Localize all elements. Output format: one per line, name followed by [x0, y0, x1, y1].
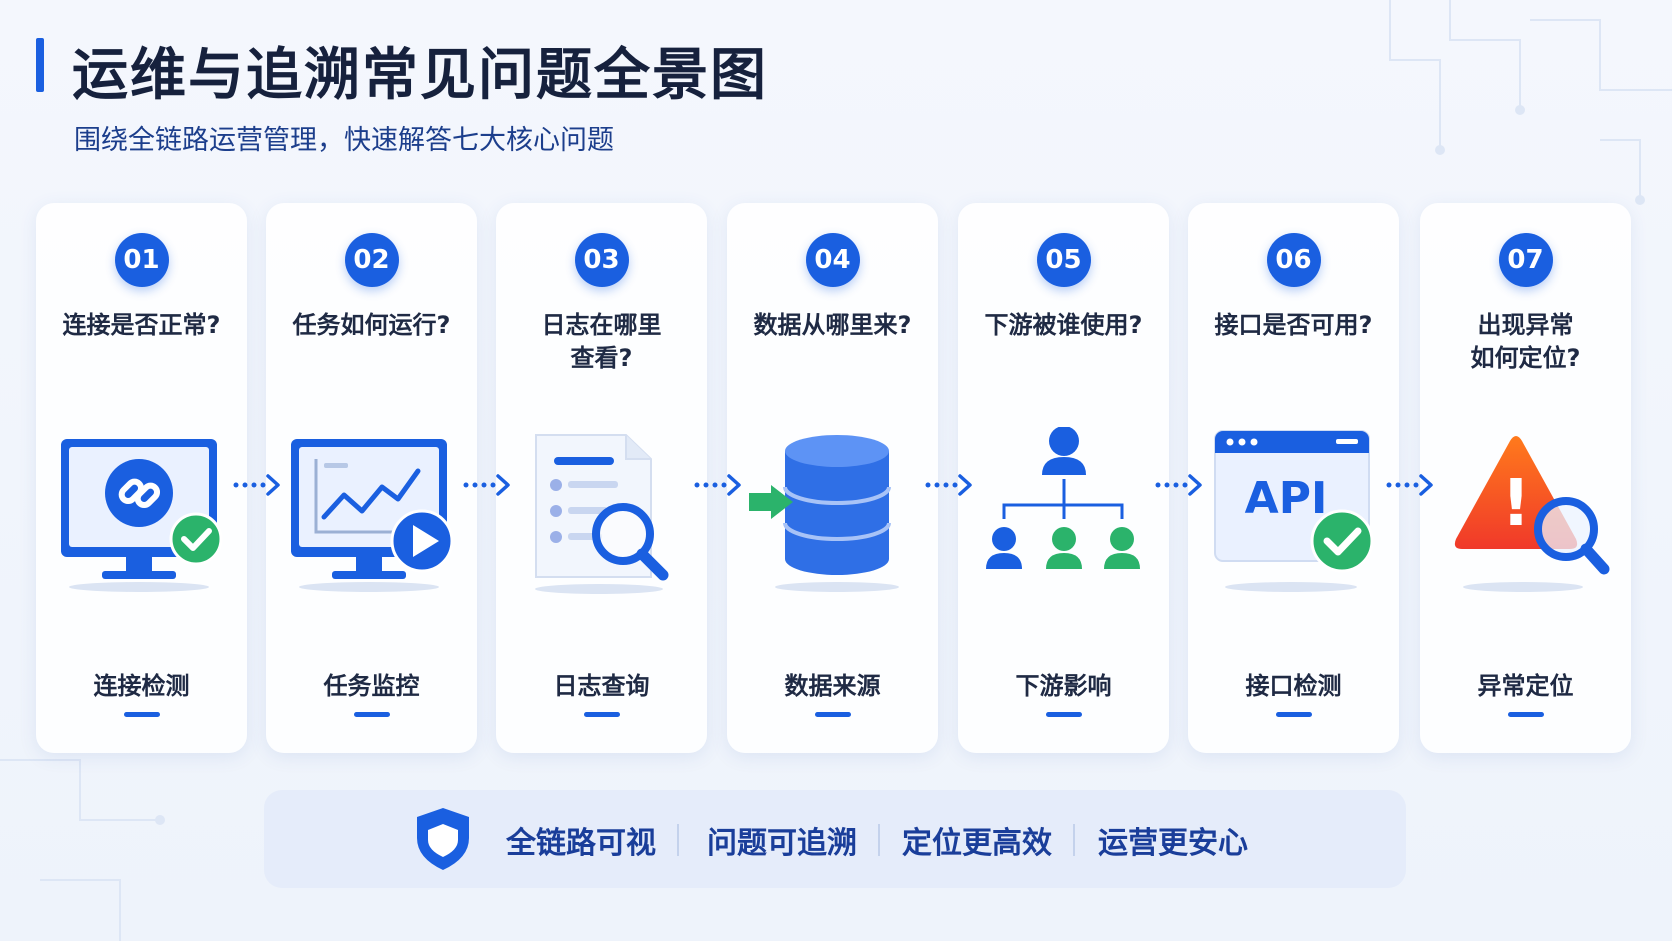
card-question: 连接是否正常? [62, 311, 221, 339]
number-badge: 02 [344, 233, 399, 287]
footer-divider [677, 824, 679, 856]
card-question: 日志在哪里 查看? [541, 311, 662, 372]
footer-banner: 全链路可视 问题可追溯 定位更高效 运营更安心 [264, 790, 1406, 888]
number-badge: 03 [574, 233, 629, 287]
footer-item: 定位更高效 [902, 826, 1052, 861]
shield-icon [417, 808, 469, 870]
card-07[interactable]: 07 出现异常 如何定位? ! 异常定位 [1420, 203, 1631, 753]
flow-arrow-icon [1386, 474, 1433, 496]
card-label: 接口检测 [1245, 672, 1342, 700]
footer-divider [878, 824, 880, 856]
card-question: 任务如何运行? [292, 311, 451, 339]
flow-arrow-icon [925, 474, 972, 496]
footer-item: 全链路可视 [506, 826, 656, 861]
flow-arrow-icon [233, 474, 280, 496]
label-underline [583, 712, 620, 717]
card-01[interactable]: 01 连接是否正常? 连接检测 [36, 203, 247, 753]
card-question: 数据从哪里来? [753, 311, 912, 339]
card-06[interactable]: 06 接口是否可用? API 接口检测 [1188, 203, 1399, 753]
card-label: 任务监控 [323, 672, 420, 700]
label-underline [1275, 712, 1312, 717]
flow-arrow-icon [463, 474, 510, 496]
api-window-check-icon: API [1214, 430, 1374, 592]
title-accent-bar [36, 38, 44, 92]
flow-arrow-icon [694, 474, 741, 496]
flow-arrow-icon [1155, 474, 1202, 496]
warning-search-icon: ! [1454, 436, 1610, 592]
label-underline [123, 712, 160, 717]
user-hierarchy-icon [986, 427, 1140, 569]
card-question: 接口是否可用? [1214, 311, 1373, 339]
question-cards: 01 连接是否正常? 连接检测 02 任务如何运行? [36, 203, 1636, 753]
card-label: 异常定位 [1477, 672, 1574, 700]
card-question: 出现异常 如何定位? [1470, 311, 1581, 372]
page-subtitle: 围绕全链路运营管理，快速解答七大核心问题 [74, 125, 614, 156]
label-underline [1045, 712, 1082, 717]
number-badge: 01 [114, 233, 169, 287]
card-label: 数据来源 [784, 672, 881, 700]
document-search-icon [535, 434, 669, 594]
database-arrow-icon [749, 435, 899, 592]
card-05[interactable]: 05 下游被谁使用? 下游影响 [958, 203, 1169, 753]
footer-item: 问题可追溯 [707, 826, 857, 861]
card-label: 下游影响 [1015, 672, 1112, 700]
monitor-chart-play-icon [291, 439, 454, 592]
number-badge: 07 [1498, 233, 1553, 287]
monitor-link-check-icon [61, 439, 223, 592]
card-label: 日志查询 [553, 672, 650, 700]
number-badge: 04 [805, 233, 860, 287]
label-underline [353, 712, 390, 717]
footer-divider [1073, 824, 1075, 856]
label-underline [1507, 712, 1544, 717]
label-underline [814, 712, 851, 717]
footer-item: 运营更安心 [1098, 826, 1248, 861]
card-question: 下游被谁使用? [984, 311, 1143, 339]
number-badge: 05 [1036, 233, 1091, 287]
card-04[interactable]: 04 数据从哪里来? 数据来源 [727, 203, 938, 753]
api-text: API [1245, 473, 1328, 524]
card-02[interactable]: 02 任务如何运行? 任务监控 [266, 203, 477, 753]
exclamation-text: ! [1501, 467, 1530, 541]
number-badge: 06 [1266, 233, 1321, 287]
page-title: 运维与追溯常见问题全景图 [72, 43, 768, 108]
card-03[interactable]: 03 日志在哪里 查看? 日志查询 [496, 203, 707, 753]
card-label: 连接检测 [93, 672, 190, 700]
